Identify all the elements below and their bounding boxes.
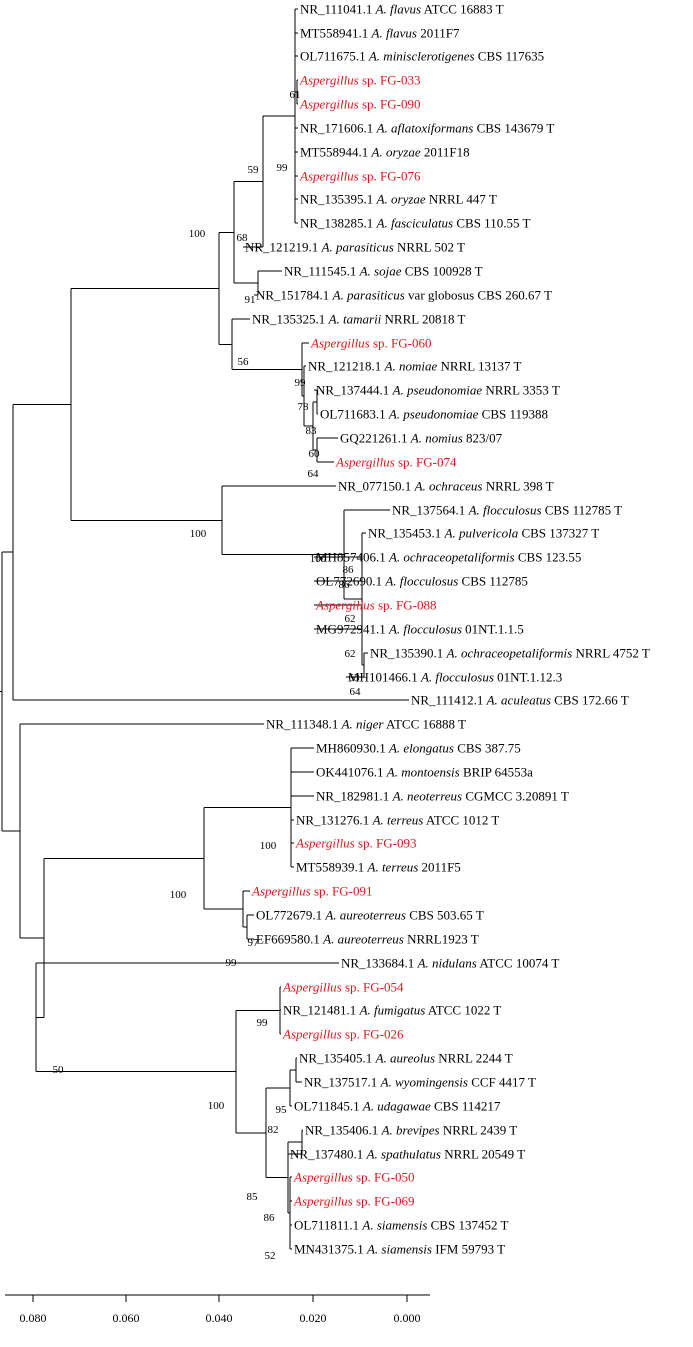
bootstrap-value: 100 bbox=[170, 889, 187, 901]
leaf-label: Aspergillus sp. FG-050 bbox=[293, 1170, 415, 1185]
bootstrap-value: 86 bbox=[343, 564, 355, 576]
leaf-label: OL711675.1 A. minisclerotigenes CBS 1176… bbox=[300, 49, 544, 64]
bootstrap-value: 62 bbox=[345, 648, 356, 660]
leaf-label: Aspergillus sp. FG-026 bbox=[282, 1027, 404, 1042]
leaf-label: OL711845.1 A. udagawae CBS 114217 bbox=[294, 1099, 501, 1114]
bootstrap-value: 95 bbox=[276, 1104, 288, 1116]
bootstrap-value: 99 bbox=[257, 1017, 269, 1029]
bootstrap-value: 63 bbox=[349, 672, 361, 684]
bootstrap-value: 97 bbox=[248, 937, 260, 949]
leaf-label: NR_111545.1 A. sojae CBS 100928 T bbox=[284, 264, 483, 279]
leaf-labels: NR_111041.1 A. flavus ATCC 16883 T MT5589… bbox=[245, 2, 650, 1257]
leaf-label: NR_121481.1 A. fumigatus ATCC 1022 T bbox=[283, 1003, 501, 1018]
bootstrap-value: 59 bbox=[248, 164, 260, 176]
leaf-label: Aspergillus sp. FG-033 bbox=[299, 73, 421, 88]
leaf-label: NR_135406.1 A. brevipes NRRL 2439 T bbox=[305, 1123, 517, 1138]
leaf-label: GQ221261.1 A. nomius 823/07 bbox=[340, 431, 503, 446]
bootstrap-value: 50 bbox=[53, 1064, 65, 1076]
leaf-label: Aspergillus sp. FG-054 bbox=[282, 980, 404, 995]
bootstrap-value: 100 bbox=[189, 228, 206, 240]
bootstrap-value: 100 bbox=[208, 1100, 225, 1112]
bootstrap-value: 61 bbox=[290, 89, 301, 101]
bootstrap-value: 99 bbox=[226, 957, 238, 969]
leaf-label: NR_138285.1 A. fasciculatus CBS 110.55 T bbox=[300, 216, 530, 231]
bootstrap-value: 64 bbox=[350, 686, 362, 698]
leaf-label: NR_135325.1 A. tamarii NRRL 20818 T bbox=[252, 312, 466, 327]
leaf-label: NR_121218.1 A. nomiae NRRL 13137 T bbox=[308, 359, 521, 374]
leaf-label: MG972941.1 A. flocculosus 01NT.1.1.5 bbox=[316, 622, 524, 637]
leaf-label: Aspergillus sp. FG-088 bbox=[315, 598, 437, 613]
bootstrap-value: 60 bbox=[309, 448, 321, 460]
scale-tick-label: 0.080 bbox=[20, 1311, 47, 1325]
leaf-label: NR_135405.1 A. aureolus NRRL 2244 T bbox=[299, 1051, 513, 1066]
leaf-label: NR_131276.1 A. terreus ATCC 1012 T bbox=[296, 813, 499, 828]
distance-scale-axis: 0.080 0.060 0.040 0.020 0.000 bbox=[5, 1294, 430, 1325]
leaf-label: OL711683.1 A. pseudonomiae CBS 119388 bbox=[320, 407, 548, 422]
leaf-label: NR_111412.1 A. aculeatus CBS 172.66 T bbox=[411, 693, 629, 708]
leaf-label: NR_121219.1 A. parasiticus NRRL 502 T bbox=[245, 240, 465, 255]
leaf-label: MT558944.1 A. oryzae 2011F18 bbox=[300, 145, 470, 160]
leaf-label: MH857406.1 A. ochraceopetaliformis CBS 1… bbox=[316, 550, 581, 565]
leaf-label: MT558941.1 A. flavus 2011F7 bbox=[300, 26, 460, 41]
leaf-label: OL772679.1 A. aureoterreus CBS 503.65 T bbox=[256, 908, 484, 923]
bootstrap-value: 99 bbox=[295, 377, 307, 389]
bootstrap-value: 52 bbox=[265, 1250, 276, 1262]
leaf-label: OL711811.1 A. siamensis CBS 137452 T bbox=[294, 1218, 508, 1233]
leaf-label: OL772690.1 A. flocculosus CBS 112785 bbox=[316, 574, 528, 589]
leaf-label: Aspergillus sp. FG-091 bbox=[251, 884, 373, 899]
tree-branches bbox=[0, 8, 409, 1250]
bootstrap-value: 62 bbox=[345, 613, 356, 625]
bootstrap-value: 86 bbox=[339, 579, 351, 591]
leaf-label: NR_111041.1 A. flavus ATCC 16883 T bbox=[300, 2, 504, 17]
bootstrap-value: 83 bbox=[306, 425, 318, 437]
leaf-label: MN431375.1 A. siamensis IFM 59793 T bbox=[294, 1242, 505, 1257]
leaf-label: MH860930.1 A. elongatus CBS 387.75 bbox=[316, 741, 521, 756]
bootstrap-value: 100 bbox=[190, 528, 207, 540]
scale-tick-label: 0.020 bbox=[300, 1311, 327, 1325]
leaf-label: Aspergillus sp. FG-090 bbox=[299, 97, 421, 112]
leaf-label: NR_111348.1 A. niger ATCC 16888 T bbox=[266, 717, 466, 732]
leaf-label: MT558939.1 A. terreus 2011F5 bbox=[296, 860, 461, 875]
bootstrap-value: 100 bbox=[310, 553, 327, 565]
bootstrap-value: 64 bbox=[308, 468, 320, 480]
leaf-label: NR_182981.1 A. neoterreus CGMCC 3.20891 … bbox=[316, 789, 569, 804]
leaf-label: NR_135395.1 A. oryzae NRRL 447 T bbox=[300, 192, 497, 207]
leaf-label: NR_137564.1 A. flocculosus CBS 112785 T bbox=[392, 503, 622, 518]
bootstrap-value: 82 bbox=[268, 1124, 279, 1136]
leaf-label: MH101466.1 A. flocculosus 01NT.1.12.3 bbox=[348, 670, 562, 685]
leaf-label: NR_133684.1 A. nidulans ATCC 10074 T bbox=[341, 956, 559, 971]
leaf-label: Aspergillus sp. FG-074 bbox=[335, 455, 457, 470]
leaf-label: NR_137480.1 A. spathulatus NRRL 20549 T bbox=[290, 1147, 525, 1162]
leaf-label: Aspergillus sp. FG-076 bbox=[299, 169, 421, 184]
leaf-label: NR_135390.1 A. ochraceopetaliformis NRRL… bbox=[370, 646, 650, 661]
leaf-label: NR_137444.1 A. pseudonomiae NRRL 3353 T bbox=[316, 383, 560, 398]
leaf-label: NR_171606.1 A. aflatoxiformans CBS 14367… bbox=[300, 121, 554, 136]
scale-tick-label: 0.040 bbox=[206, 1311, 233, 1325]
leaf-label: Aspergillus sp. FG-093 bbox=[295, 836, 417, 851]
leaf-label: Aspergillus sp. FG-060 bbox=[310, 336, 432, 351]
scale-tick-label: 0.000 bbox=[394, 1311, 421, 1325]
leaf-label: NR_135453.1 A. pulvericola CBS 137327 T bbox=[368, 526, 599, 541]
bootstrap-value: 99 bbox=[277, 162, 289, 174]
bootstrap-value: 85 bbox=[247, 1191, 259, 1203]
bootstrap-value: 68 bbox=[237, 232, 249, 244]
bootstrap-value: 91 bbox=[245, 294, 256, 306]
leaf-label: EF669580.1 A. aureoterreus NRRL1923 T bbox=[256, 932, 479, 947]
bootstrap-value: 78 bbox=[298, 401, 310, 413]
leaf-label: NR_077150.1 A. ochraceus NRRL 398 T bbox=[338, 479, 554, 494]
bootstrap-value: 100 bbox=[260, 840, 277, 852]
bootstrap-labels: 61 99 59 68 100 91 56 99 78 83 60 64 86 100 100 86 62 62 6… bbox=[53, 89, 362, 1262]
leaf-label: OK441076.1 A. montoensis BRIP 64553a bbox=[316, 765, 533, 780]
leaf-label: NR_151784.1 A. parasiticus var globosus … bbox=[256, 288, 552, 303]
leaf-label: NR_137517.1 A. wyomingensis CCF 4417 T bbox=[304, 1075, 536, 1090]
bootstrap-value: 56 bbox=[238, 356, 250, 368]
bootstrap-value: 86 bbox=[264, 1212, 276, 1224]
leaf-label: Aspergillus sp. FG-069 bbox=[293, 1194, 415, 1209]
scale-tick-label: 0.060 bbox=[113, 1311, 140, 1325]
